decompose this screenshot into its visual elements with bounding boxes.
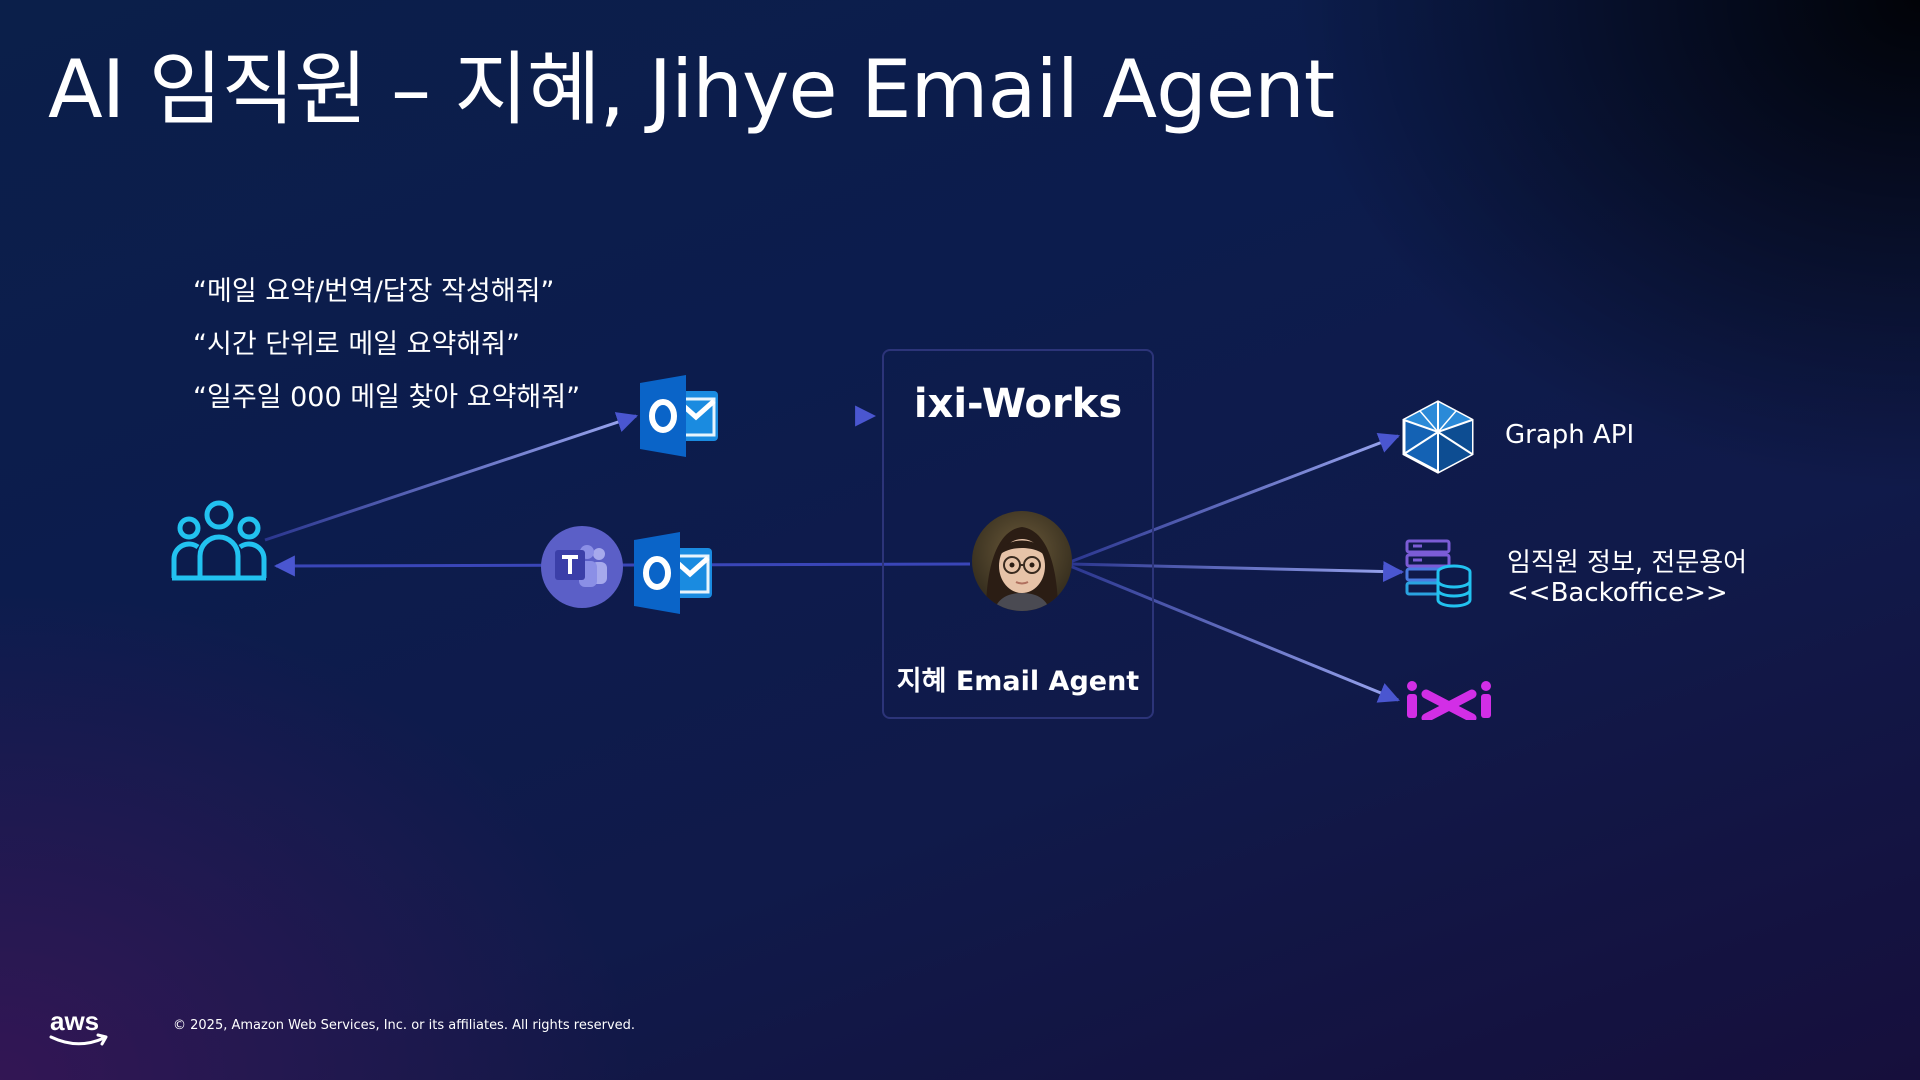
outlook-icon <box>632 532 716 618</box>
database-icon <box>1404 538 1474 612</box>
box-caption: 지혜 Email Agent <box>896 666 1140 697</box>
prompt-quote: “시간 단위로 메일 요약해줘” <box>193 329 520 360</box>
outlook-icon <box>638 375 722 461</box>
teams-icon <box>541 526 623 612</box>
arrow-agent-to-graph <box>1069 432 1400 564</box>
example-prompts: “메일 요약/번역/답장 작성해줘” “시간 단위로 메일 요약해줘” “일주일… <box>193 270 580 429</box>
svg-text:aws: aws <box>50 1008 99 1036</box>
prompt-quote: “일주일 000 메일 찾아 요약해줘” <box>193 382 581 413</box>
prompt-quote: “메일 요약/번역/답장 작성해줘” <box>193 276 555 307</box>
arrow-agent-to-users <box>273 555 971 577</box>
aws-logo: aws <box>48 1006 110 1052</box>
copyright-notice: © 2025, Amazon Web Services, Inc. or its… <box>173 1018 636 1033</box>
arrow-agent-to-ixi <box>1069 564 1400 703</box>
backoffice-label: 임직원 정보, 전문용어 <box>1507 548 1748 578</box>
graph-api-label: Graph API <box>1505 420 1635 450</box>
ixi-logo <box>1404 680 1494 724</box>
users-group-icon <box>170 496 268 586</box>
arrow-agent-to-backoffice <box>1069 561 1405 583</box>
graph-api-icon <box>1398 400 1478 478</box>
page-title: AI 임직원 – 지혜, Jihye Email Agent <box>48 43 1335 136</box>
arrow-users-to-outlook <box>264 412 638 542</box>
backoffice-sublabel: <<Backoffice>> <box>1507 578 1728 608</box>
box-title: ixi-Works <box>913 381 1123 427</box>
agent-avatar <box>972 511 1072 611</box>
ixi-works-box: ixi-Works 지혜 Email Agent <box>882 349 1154 719</box>
